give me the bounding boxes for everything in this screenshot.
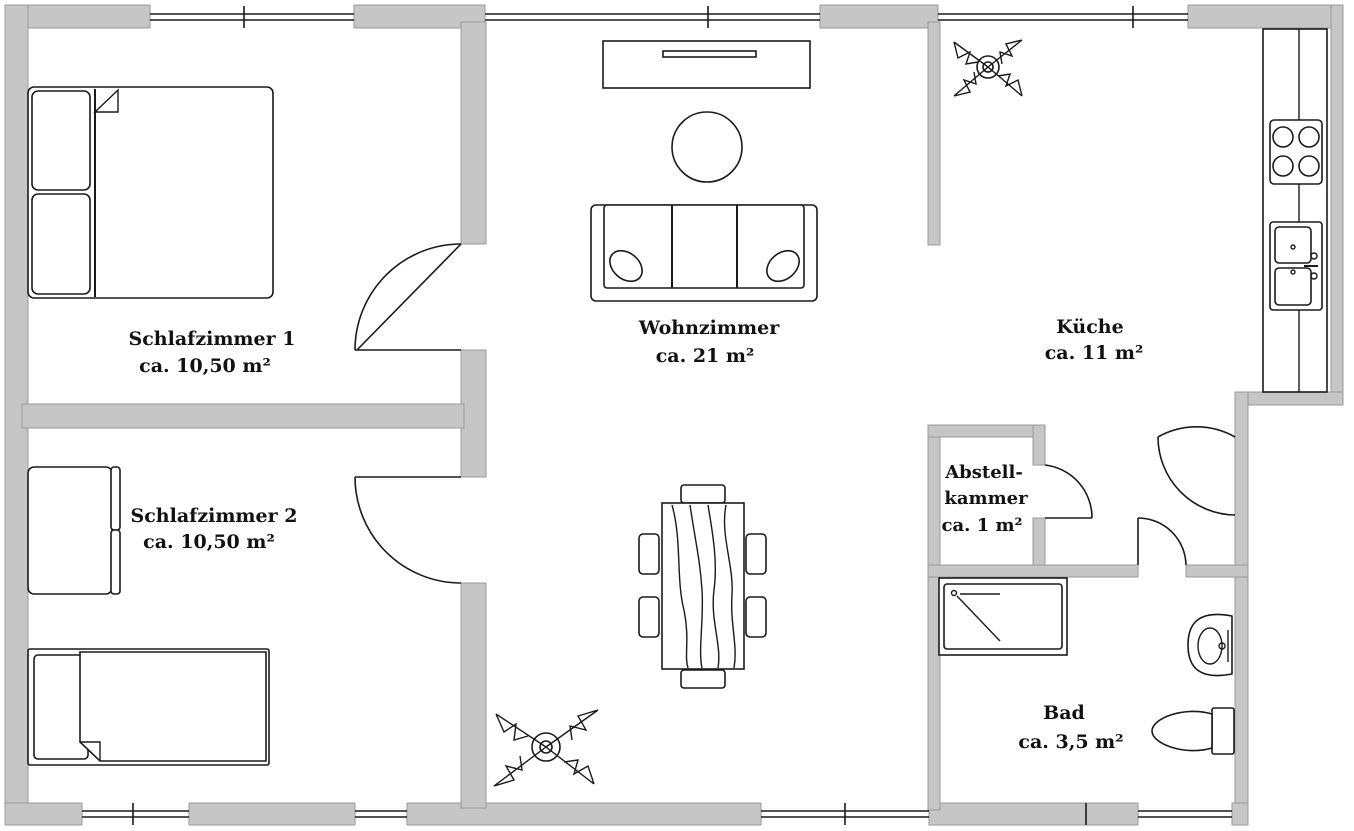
bathtub bbox=[938, 577, 1068, 656]
room-labels: Schlafzimmer 1 ca. 10,50 m² Schlafzimmer… bbox=[129, 316, 1144, 753]
stove bbox=[1269, 119, 1323, 185]
door-schlafzimmer2 bbox=[354, 476, 462, 584]
door-schlafzimmer1 bbox=[354, 243, 462, 351]
plant-kitchen bbox=[953, 39, 1023, 97]
label-schlafzimmer2-area: ca. 10,50 m² bbox=[143, 531, 275, 553]
double-bed bbox=[27, 86, 274, 299]
plant-living-room bbox=[493, 709, 599, 787]
window-bottom-middle bbox=[761, 803, 929, 825]
label-bad-name: Bad bbox=[1043, 702, 1085, 724]
dining-table bbox=[638, 484, 767, 689]
label-wohnzimmer-area: ca. 21 m² bbox=[656, 345, 755, 367]
doors bbox=[354, 243, 1236, 584]
tv-sideboard bbox=[602, 40, 811, 89]
label-abstellkammer-name-2: kammer bbox=[944, 488, 1028, 509]
round-table bbox=[671, 111, 743, 183]
label-abstellkammer-area: ca. 1 m² bbox=[942, 515, 1023, 536]
kitchen-sink bbox=[1269, 221, 1323, 311]
window-bottom-2 bbox=[355, 810, 407, 818]
label-schlafzimmer1-name: Schlafzimmer 1 bbox=[129, 328, 296, 350]
wardrobe bbox=[27, 466, 121, 595]
label-bad-area: ca. 3,5 m² bbox=[1018, 731, 1123, 753]
label-kueche-name: Küche bbox=[1056, 316, 1123, 338]
sofa bbox=[590, 204, 818, 302]
walls bbox=[4, 4, 1344, 826]
window-top-right bbox=[938, 6, 1188, 28]
window-top-left bbox=[150, 6, 354, 28]
toilet bbox=[1151, 707, 1235, 755]
label-abstellkammer-name-1: Abstell- bbox=[944, 462, 1023, 483]
windows bbox=[82, 6, 1232, 825]
door-bad bbox=[1137, 517, 1187, 566]
kitchen-counter bbox=[1262, 28, 1328, 393]
label-wohnzimmer-name: Wohnzimmer bbox=[638, 317, 780, 339]
window-bottom-right bbox=[1085, 803, 1232, 825]
window-bottom-left bbox=[82, 803, 189, 825]
door-entrance bbox=[1157, 426, 1236, 516]
single-bed bbox=[27, 648, 270, 766]
window-top-middle bbox=[485, 6, 820, 28]
label-schlafzimmer2-name: Schlafzimmer 2 bbox=[131, 505, 298, 527]
label-schlafzimmer1-area: ca. 10,50 m² bbox=[139, 355, 271, 377]
washbasin bbox=[1187, 613, 1233, 677]
label-kueche-area: ca. 11 m² bbox=[1045, 342, 1144, 364]
door-abstellkammer bbox=[1044, 464, 1093, 519]
